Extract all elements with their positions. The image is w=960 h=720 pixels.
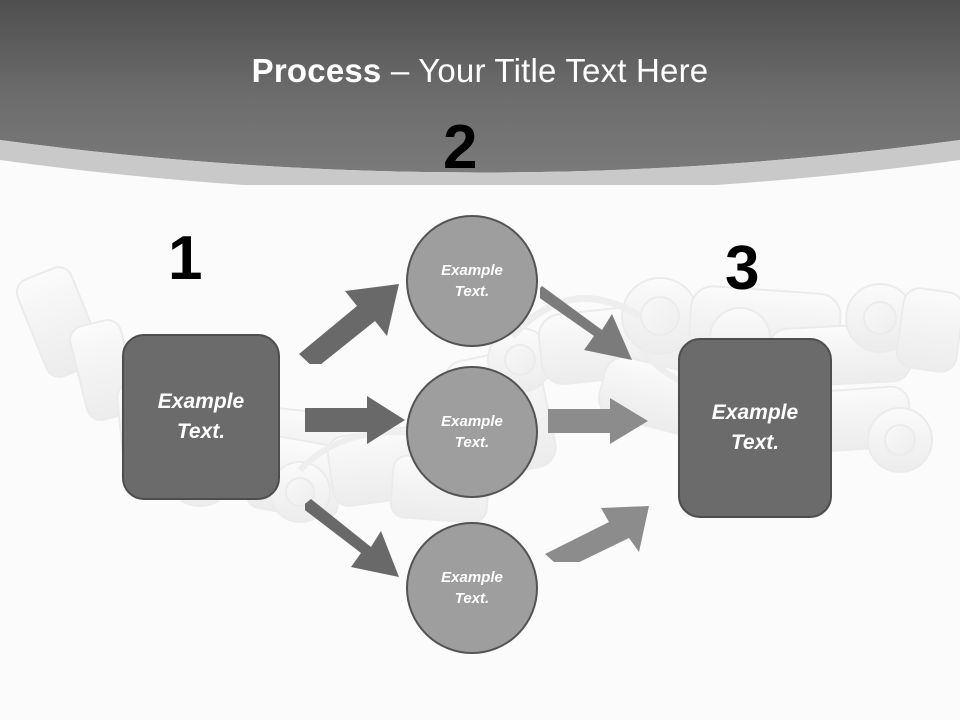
process-box-right-label: Example Text. bbox=[711, 401, 799, 454]
title-separator: – bbox=[381, 52, 419, 89]
process-box-left[interactable]: Example Text. bbox=[122, 334, 280, 500]
page-title: Process – Your Title Text Here bbox=[0, 52, 960, 90]
arrow-bottom-circle-to-right-box bbox=[545, 506, 649, 562]
process-box-right[interactable]: Example Text. bbox=[678, 338, 832, 518]
arrow-middle-circle-to-right-box bbox=[548, 398, 648, 444]
header-arc-accent bbox=[0, 140, 960, 185]
process-circle-middle[interactable]: Example Text. bbox=[406, 366, 538, 498]
arrow-left-to-middle-circle bbox=[305, 396, 405, 444]
process-circle-bottom[interactable]: Example Text. bbox=[406, 522, 538, 654]
step-number-1: 1 bbox=[168, 224, 203, 293]
process-circle-top[interactable]: Example Text. bbox=[406, 215, 538, 347]
header-band bbox=[0, 0, 960, 185]
process-box-left-label: Example Text. bbox=[157, 390, 245, 443]
process-circle-bottom-label: Example Text. bbox=[441, 568, 503, 607]
process-circle-middle-label: Example Text. bbox=[441, 412, 503, 451]
arrow-top-circle-to-right-box bbox=[540, 286, 632, 360]
step-number-3: 3 bbox=[725, 234, 760, 303]
title-strong: Process bbox=[251, 52, 382, 89]
step-number-2: 2 bbox=[443, 113, 478, 182]
arrow-left-to-top-circle bbox=[299, 284, 399, 364]
arrow-left-to-bottom-circle bbox=[305, 499, 399, 577]
process-circle-top-label: Example Text. bbox=[441, 261, 503, 300]
title-light: Your Title Text Here bbox=[418, 52, 709, 89]
